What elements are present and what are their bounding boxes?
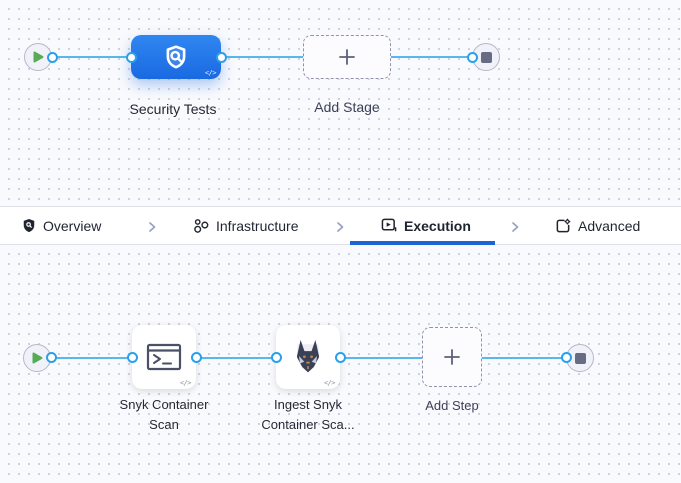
chevron-right-icon [146, 220, 158, 238]
execution-icon [381, 218, 397, 233]
step-node-snyk-container-scan[interactable]: </> [132, 325, 196, 389]
plus-icon [442, 347, 462, 367]
connector-port[interactable] [127, 352, 138, 363]
connector-port[interactable] [467, 52, 478, 63]
play-icon [33, 51, 44, 63]
terminal-icon [145, 341, 183, 373]
stage-label: Security Tests [129, 101, 217, 117]
tab-execution[interactable]: Execution [381, 207, 471, 244]
connector-port[interactable] [46, 352, 57, 363]
tab-label: Infrastructure [216, 217, 299, 234]
connector-port[interactable] [271, 352, 282, 363]
tab-label: Overview [43, 217, 102, 234]
connector-port[interactable] [191, 352, 202, 363]
stop-icon [574, 352, 586, 364]
play-icon [32, 352, 43, 364]
chevron-right-icon [334, 220, 346, 238]
add-step-button[interactable] [422, 327, 482, 387]
tab-overview[interactable]: Overview [22, 207, 101, 244]
step-label: Ingest Snyk Container Sca... [261, 397, 355, 433]
steps-end-node[interactable] [566, 344, 594, 372]
tab-advanced[interactable]: Advanced [555, 207, 640, 244]
advanced-icon [555, 218, 571, 234]
add-stage-label: Add Stage [314, 99, 380, 115]
chevron-right-icon [509, 220, 521, 238]
step-node-ingest-snyk[interactable]: </> [276, 325, 340, 389]
connector-port[interactable] [216, 52, 227, 63]
stage-config-tabbar: Overview Infrastructure [0, 206, 681, 245]
add-stage-button[interactable] [303, 35, 391, 79]
stage-flow-connector [38, 56, 486, 58]
shield-icon [22, 218, 36, 233]
tab-infrastructure[interactable]: Infrastructure [193, 207, 298, 244]
security-shield-icon [163, 44, 189, 70]
active-tab-indicator [350, 241, 495, 245]
code-icon: </> [323, 379, 336, 387]
step-label: Snyk Container Scan [119, 397, 209, 433]
code-icon: </> [204, 69, 217, 77]
connector-port[interactable] [335, 352, 346, 363]
code-icon: </> [179, 379, 192, 387]
tab-label: Execution [404, 217, 471, 234]
stop-icon [480, 51, 492, 63]
connector-port[interactable] [47, 52, 58, 63]
snyk-dog-icon [291, 339, 325, 375]
stage-flow-canvas[interactable]: </> Security Tests Add Stage [0, 0, 681, 206]
tab-label: Advanced [578, 217, 641, 234]
infrastructure-icon [193, 218, 209, 234]
stage-node-security-tests[interactable]: </> [131, 35, 221, 79]
plus-icon [337, 47, 357, 67]
connector-port[interactable] [561, 352, 572, 363]
add-step-label: Add Step [425, 398, 479, 413]
pipeline-end-node[interactable] [472, 43, 500, 71]
execution-flow-canvas[interactable]: </> Snyk Container Scan </> [0, 245, 681, 483]
connector-port[interactable] [126, 52, 137, 63]
